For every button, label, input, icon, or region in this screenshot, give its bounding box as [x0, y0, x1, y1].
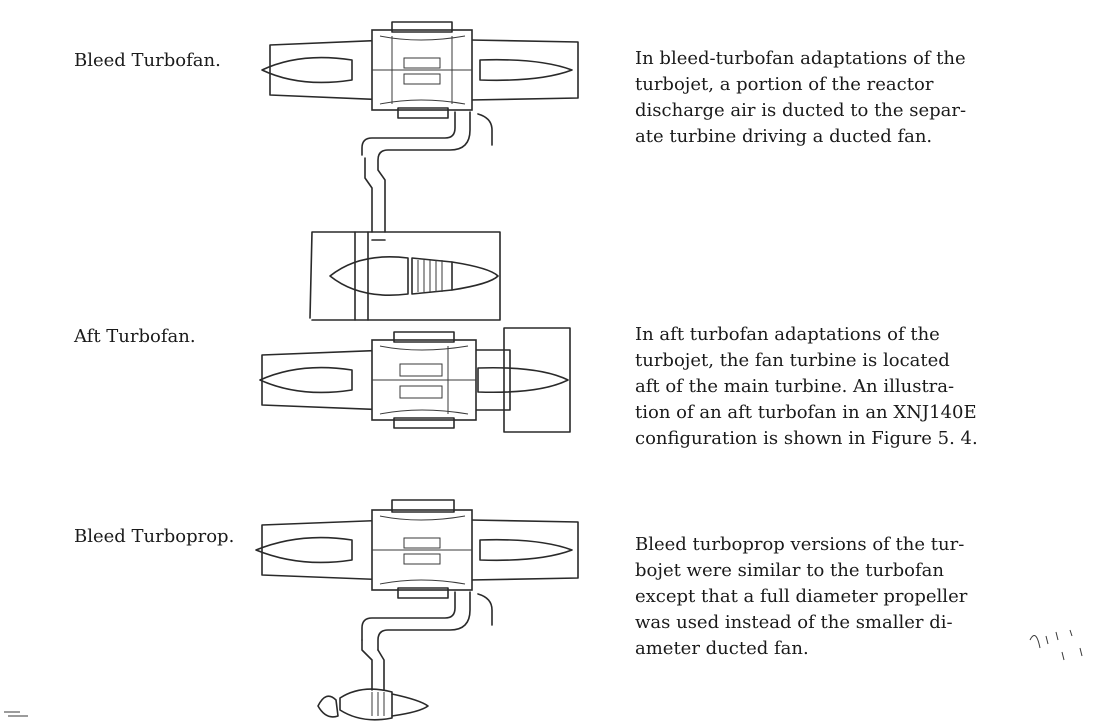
aft-turbofan-description: In aft turbofan adaptations of the turbo… — [635, 322, 1105, 452]
description-line: configuration is shown in Figure 5. 4. — [635, 428, 978, 449]
ducted-fan-diagram — [309, 231, 501, 321]
description-line: In aft turbofan adaptations of the — [635, 324, 940, 345]
description-line: bojet were similar to the turbofan — [635, 560, 944, 581]
description-line: turbojet, the fan turbine is located — [635, 350, 950, 371]
bleed-turbofan-description: In bleed-turbofan adaptations of the tur… — [635, 46, 1105, 150]
description-line: In bleed-turbofan adaptations of the — [635, 48, 966, 69]
bleed-duct — [361, 111, 493, 233]
description-line: ate turbine driving a ducted fan. — [635, 126, 933, 147]
scan-mark — [4, 711, 28, 717]
turboprop-bleed-duct — [361, 591, 493, 691]
propeller-diagram — [317, 688, 429, 721]
description-line: turbojet, a portion of the reactor — [635, 74, 934, 95]
bleed-turboprop-label: Bleed Turboprop. — [74, 526, 235, 547]
bleed-turbofan-turbojet-diagram — [261, 21, 579, 119]
bleed-turbofan-label: Bleed Turbofan. — [74, 50, 221, 71]
description-line: was used instead of the smaller di- — [635, 612, 953, 633]
bleed-turboprop-turbojet-diagram — [255, 499, 579, 599]
aft-turbofan-diagram — [259, 327, 571, 433]
aft-turbofan-label: Aft Turbofan. — [74, 326, 196, 347]
description-line: Bleed turboprop versions of the tur- — [635, 534, 965, 555]
description-line: discharge air is ducted to the separ- — [635, 100, 967, 121]
bleed-turboprop-description: Bleed turboprop versions of the tur- boj… — [635, 532, 1105, 662]
description-line: except that a full diameter propeller — [635, 586, 968, 607]
description-line: tion of an aft turbofan in an XNJ140E — [635, 402, 977, 423]
description-line: ameter ducted fan. — [635, 638, 809, 659]
scan-mark — [1029, 629, 1083, 661]
description-line: aft of the main turbine. An illustra- — [635, 376, 955, 397]
